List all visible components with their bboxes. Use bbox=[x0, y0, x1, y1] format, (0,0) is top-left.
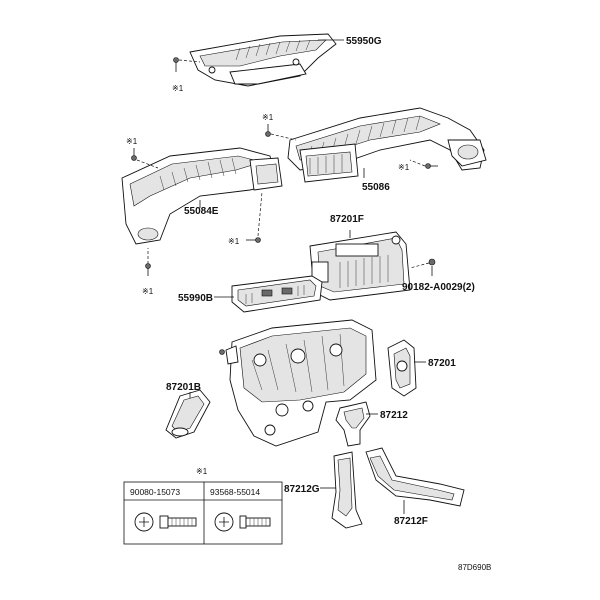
part-label-87212: 87212 bbox=[380, 410, 408, 421]
part-label-87212f: 87212F bbox=[394, 516, 428, 527]
part-label-90182: 90182-A0029(2) bbox=[402, 282, 475, 293]
part-label-87201f: 87201F bbox=[330, 214, 364, 225]
part-87201b-drawing bbox=[165, 389, 211, 439]
part-label-87201: 87201 bbox=[428, 358, 456, 369]
part-87212-drawing bbox=[335, 401, 371, 447]
part-label-87201b: 87201B bbox=[166, 382, 201, 393]
fastener-table: ※1 90080-15073 93568-55014 bbox=[123, 467, 283, 545]
part-87212g-drawing bbox=[331, 451, 363, 529]
part-label-55086: 55086 bbox=[362, 182, 390, 193]
part-55950g-drawing bbox=[189, 33, 337, 87]
part-label-55990b: 55990B bbox=[178, 293, 213, 304]
part-87212f-drawing bbox=[365, 447, 465, 507]
screw-55086-top bbox=[265, 124, 297, 141]
screw-55950g bbox=[173, 57, 201, 72]
note-mark-55950g: ※1 bbox=[172, 84, 184, 93]
screw-55084e-center bbox=[246, 191, 263, 243]
note-mark-table: ※1 bbox=[196, 467, 208, 476]
reference-code: 87D690B bbox=[458, 563, 491, 572]
nut-90182 bbox=[409, 258, 436, 276]
part-label-55950g: 55950G bbox=[346, 36, 382, 47]
note-mark-55086-top: ※1 bbox=[262, 113, 274, 122]
part-87201-drawing bbox=[387, 339, 417, 397]
table-header-90080: 90080-15073 bbox=[130, 487, 180, 497]
part-55990b-drawing bbox=[231, 275, 323, 313]
part-55084e-drawing bbox=[121, 147, 283, 245]
note-mark-55084e-center: ※1 bbox=[228, 237, 240, 246]
note-mark-55084e-top: ※1 bbox=[126, 137, 138, 146]
screw-55084e-bottom bbox=[145, 248, 151, 276]
part-label-87212g: 87212G bbox=[284, 484, 320, 495]
bolt-90080-drawing bbox=[134, 512, 197, 532]
note-mark-55084e-bottom: ※1 bbox=[142, 287, 154, 296]
screw-55084e-top bbox=[131, 148, 159, 169]
part-55086-drawing bbox=[287, 107, 487, 183]
screw-55086-right bbox=[409, 159, 438, 169]
note-mark-55086-right: ※1 bbox=[398, 163, 410, 172]
table-header-93568: 93568-55014 bbox=[210, 487, 260, 497]
part-87201f-drawing bbox=[309, 231, 411, 301]
part-label-55084e: 55084E bbox=[184, 206, 219, 217]
screw-93568-drawing bbox=[214, 512, 271, 532]
hvac-unit-drawing bbox=[219, 319, 377, 447]
